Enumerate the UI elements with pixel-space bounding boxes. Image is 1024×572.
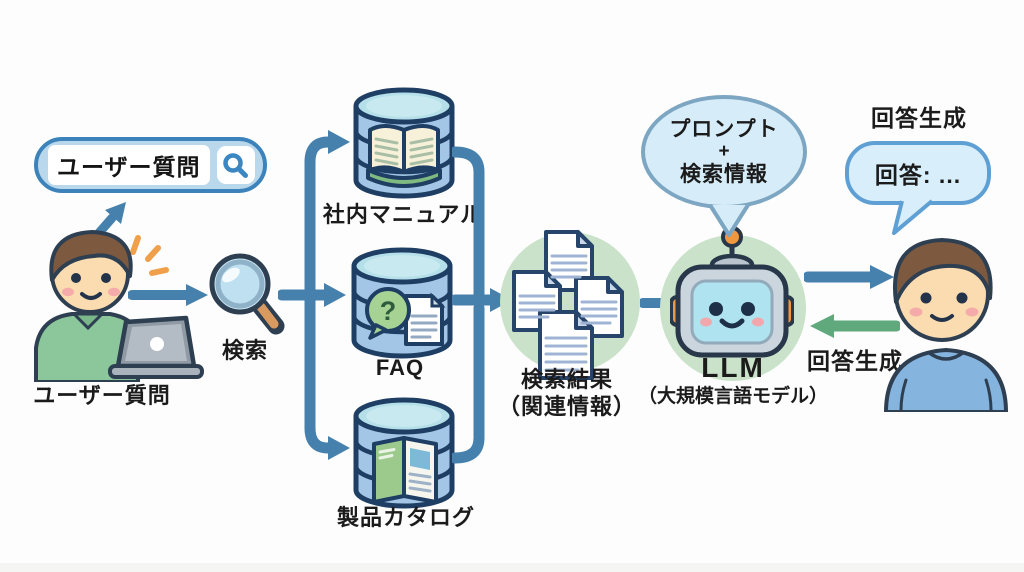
prompt-bubble-line1: プロンプト	[669, 117, 779, 141]
search-box-text: ユーザー質問	[48, 145, 210, 185]
answer-bubble-tail	[892, 199, 934, 235]
db-label-faq: FAQ	[375, 355, 425, 380]
search-results-documents-icon	[512, 230, 624, 380]
prompt-bubble-line2: +	[718, 141, 730, 163]
prompt-bubble: プロンプト + 検索情報	[641, 95, 807, 209]
sparkle-icon	[130, 235, 169, 276]
results-label-line1: 検索結果	[520, 367, 614, 392]
db-label-internal-manual: 社内マニュアル	[322, 202, 484, 227]
database-product-catalog-icon	[353, 397, 455, 509]
prompt-bubble-line3: 検索情報	[680, 162, 768, 186]
answer-generation-top-label: 回答生成	[871, 105, 967, 131]
search-icon[interactable]	[216, 146, 255, 184]
arrow-answer-to-llm	[810, 314, 900, 338]
arrow-user-to-search	[128, 284, 208, 306]
user-left-illustration	[34, 230, 204, 382]
llm-robot-icon	[670, 226, 794, 358]
db-label-product-catalog: 製品カタログ	[336, 505, 476, 530]
results-label-line2: （関連情報）	[497, 394, 637, 419]
user-left-label: ユーザー質問	[33, 383, 171, 408]
faq-question-mark: ?	[380, 296, 397, 326]
llm-label: LLM	[701, 352, 765, 383]
database-internal-manual-icon	[353, 87, 455, 199]
arrow-llm-to-user	[804, 265, 894, 289]
branch-arrows	[278, 130, 350, 460]
prompt-bubble-tail	[708, 203, 750, 237]
llm-sublabel: （大規模言語モデル）	[637, 386, 829, 407]
bottom-strip	[0, 563, 1024, 572]
database-faq-icon: ?	[351, 247, 453, 359]
answer-generation-return-label: 回答生成	[807, 348, 903, 374]
user-right-illustration	[884, 238, 1008, 412]
magnifier-icon	[209, 253, 285, 335]
answer-bubble: 回答: ...	[845, 141, 991, 205]
search-box[interactable]: ユーザー質問	[34, 137, 267, 193]
answer-bubble-text: 回答: ...	[874, 162, 962, 188]
search-label: 検索	[221, 338, 269, 363]
converge-arrows	[452, 146, 512, 464]
